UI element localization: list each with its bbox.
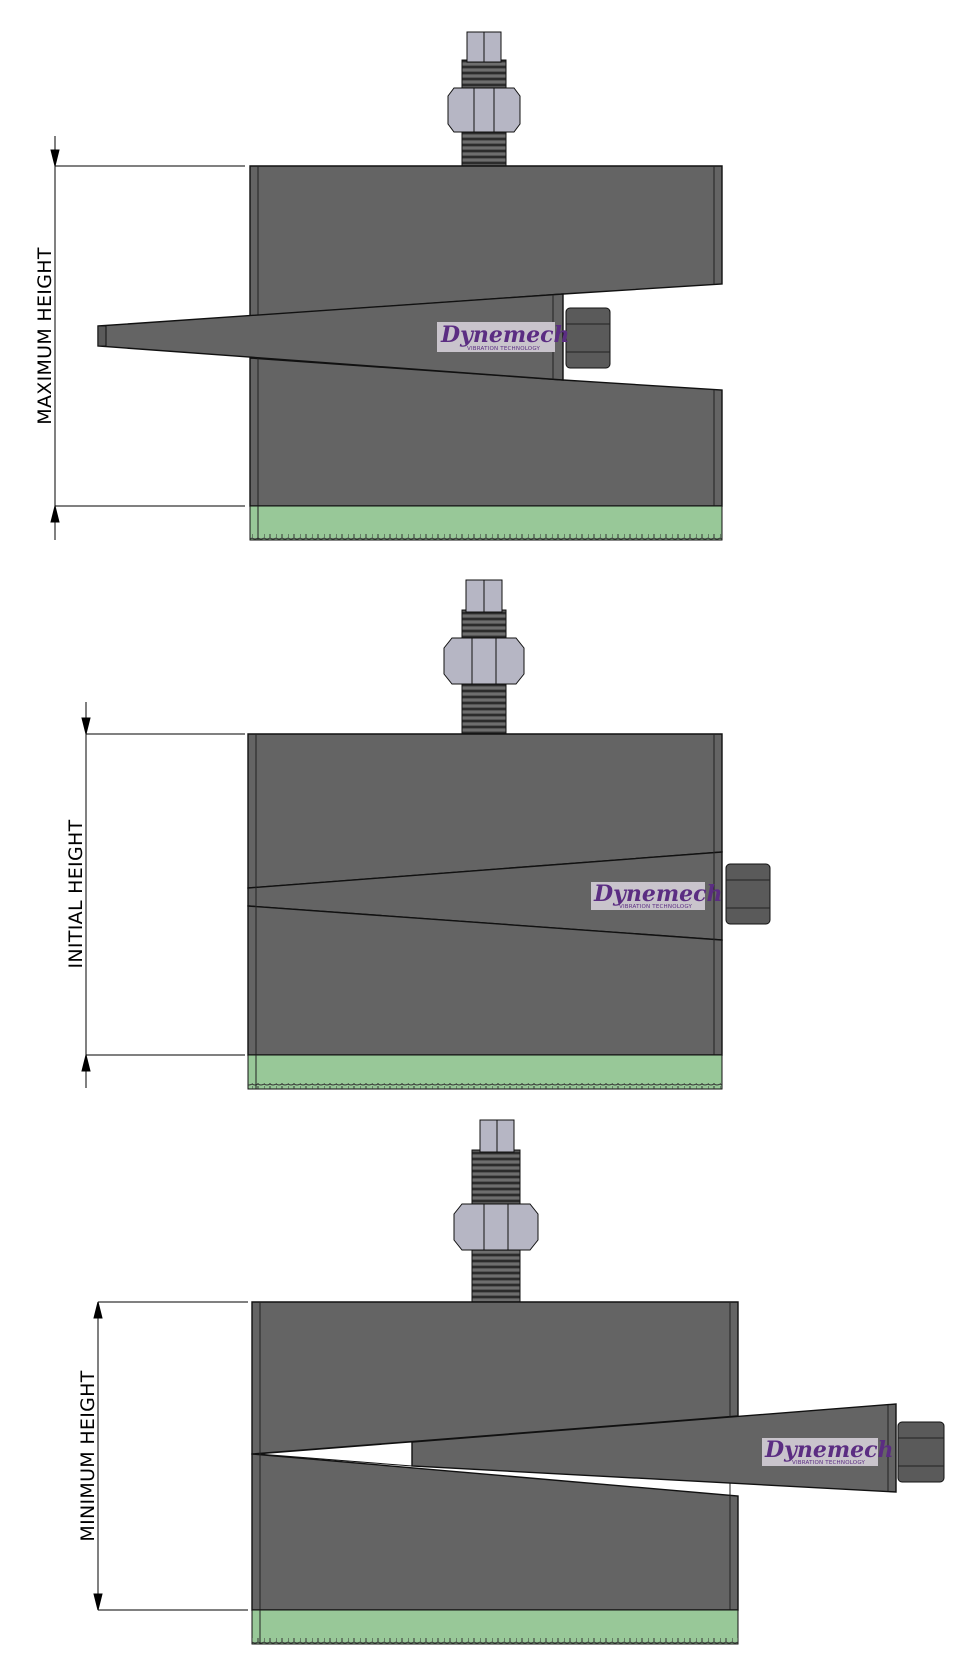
adjusting-wedge xyxy=(411,1403,897,1493)
brand-logo: Dynemech VIBRATION TECHNOLOGY xyxy=(591,881,723,910)
leveling-stud xyxy=(447,31,521,169)
hex-nut-icon xyxy=(453,1203,539,1251)
initial-height-view: INITIAL HEIGHT Dynemech VIBRATION TECHNO… xyxy=(65,579,771,1090)
base-pad xyxy=(249,505,723,541)
base-pad xyxy=(247,1054,723,1090)
svg-text:VIBRATION TECHNOLOGY: VIBRATION TECHNOLOGY xyxy=(467,346,541,352)
lower-wedge-block xyxy=(249,357,723,507)
brand-logo: Dynemech VIBRATION TECHNOLOGY xyxy=(437,322,570,352)
leveling-stud xyxy=(453,1119,539,1305)
svg-text:VIBRATION TECHNOLOGY: VIBRATION TECHNOLOGY xyxy=(619,904,693,910)
svg-text:Dynemech: Dynemech xyxy=(764,1437,894,1463)
svg-text:Dynemech: Dynemech xyxy=(440,322,570,348)
maximum-height-view: MAXIMUM HEIGHT xyxy=(34,31,723,541)
brand-logo: Dynemech VIBRATION TECHNOLOGY xyxy=(762,1437,894,1466)
side-bolt-icon xyxy=(897,1421,945,1483)
initial-height-label: INITIAL HEIGHT xyxy=(65,819,87,968)
side-bolt-icon xyxy=(565,307,611,369)
leveling-stud xyxy=(443,579,525,737)
side-bolt-icon xyxy=(725,863,771,925)
dimension-marker xyxy=(50,136,245,540)
hex-nut-icon xyxy=(443,637,525,685)
svg-text:Dynemech: Dynemech xyxy=(593,881,723,907)
maximum-height-label: MAXIMUM HEIGHT xyxy=(34,247,56,425)
svg-text:VIBRATION TECHNOLOGY: VIBRATION TECHNOLOGY xyxy=(792,1460,866,1466)
base-pad xyxy=(251,1609,739,1645)
minimum-height-view: MINIMUM HEIGHT Dynemech VIBR xyxy=(77,1119,945,1645)
hex-nut-icon xyxy=(447,87,521,133)
dimension-marker xyxy=(81,702,245,1088)
dimension-marker xyxy=(93,1301,248,1611)
minimum-height-label: MINIMUM HEIGHT xyxy=(77,1370,99,1541)
upper-wedge-block xyxy=(249,165,723,317)
